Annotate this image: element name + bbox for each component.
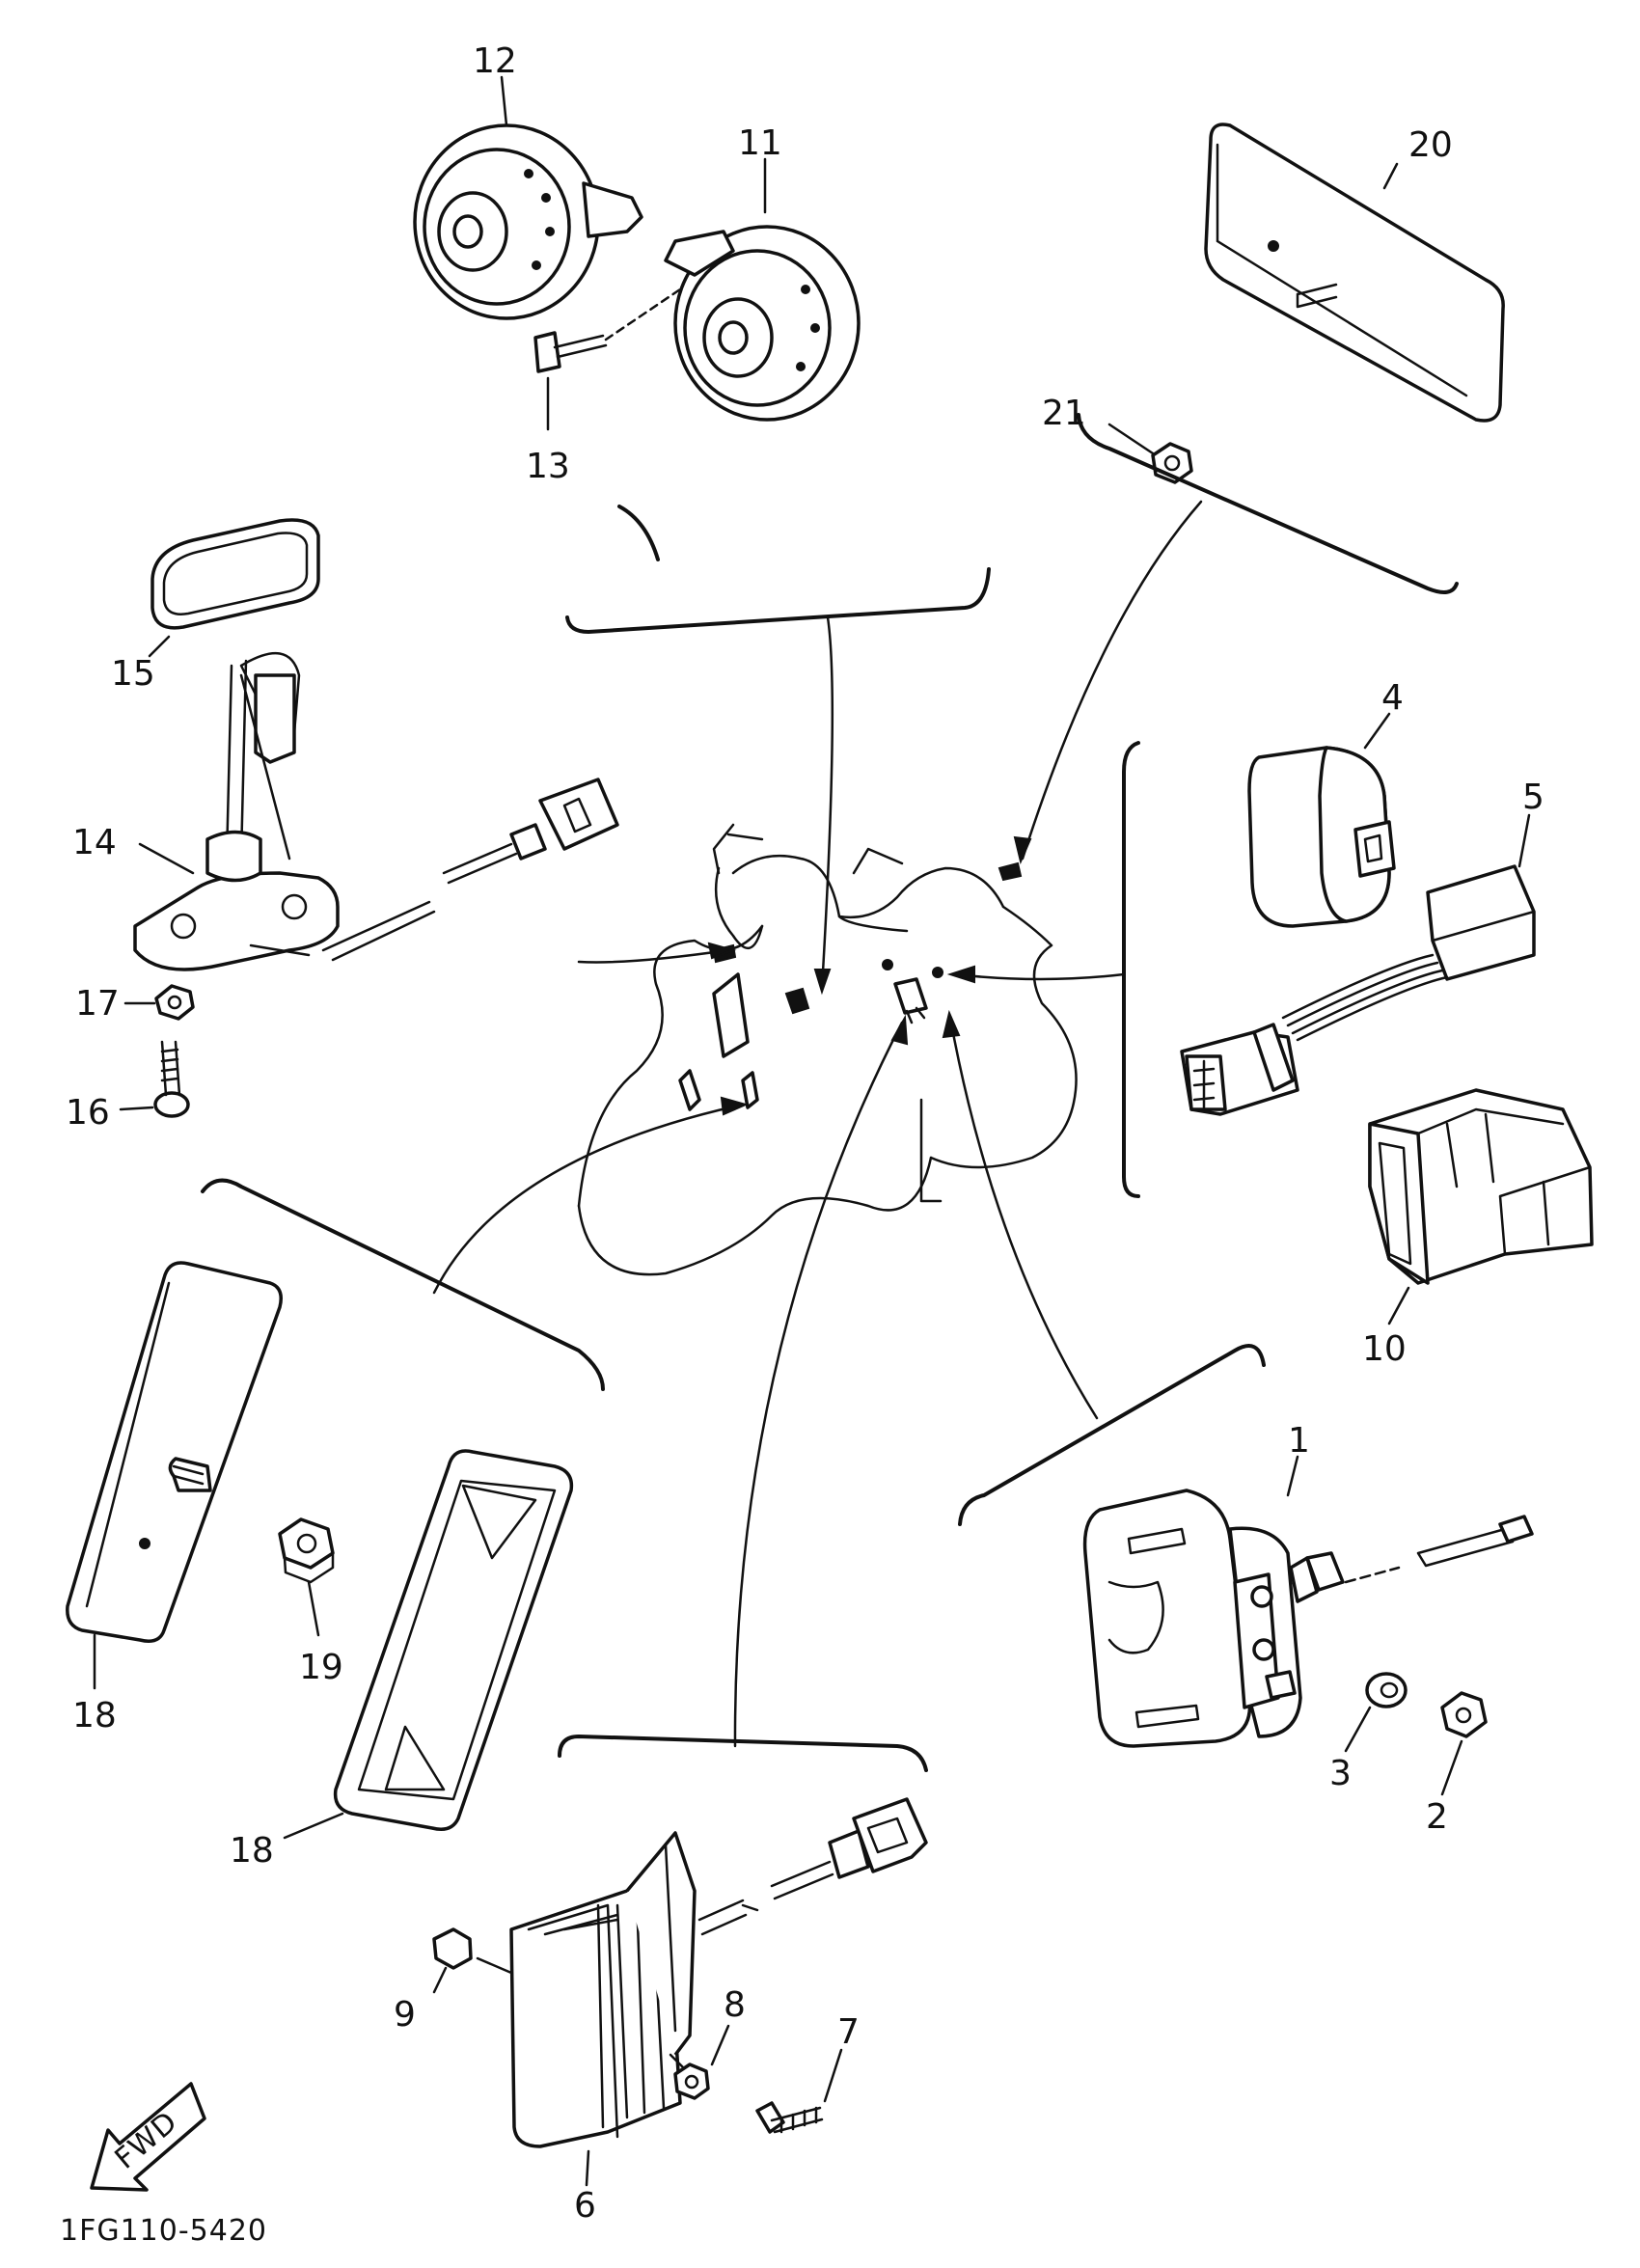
motorcycle-outline xyxy=(577,823,1078,1276)
leader-3 xyxy=(1344,1706,1372,1753)
leader-11-12 xyxy=(500,75,767,214)
leader-6 xyxy=(585,2149,590,2187)
fuel-sender-14 xyxy=(133,651,619,971)
leader-14 xyxy=(138,842,195,875)
starter-relay-1 xyxy=(1082,1489,1534,1748)
leader-19 xyxy=(307,1580,320,1637)
callout-10: 10 xyxy=(1362,1329,1407,1369)
leader-8 xyxy=(710,2024,730,2066)
bolt-7 xyxy=(755,2101,824,2134)
callout-18-plate: 18 xyxy=(72,1696,117,1735)
callout-9: 9 xyxy=(394,1995,416,2035)
nut-2 xyxy=(1440,1691,1488,1738)
callout-11: 11 xyxy=(738,123,782,163)
arrows xyxy=(432,500,1203,1748)
callouts: 1 2 3 4 5 6 7 8 9 10 11 12 13 14 15 16 1… xyxy=(66,41,1544,2226)
horn-12 xyxy=(413,123,643,320)
rectifier-regulator-6 xyxy=(509,1797,928,2148)
callout-8: 8 xyxy=(724,1985,746,2025)
side-reflector-triangle-18 xyxy=(333,1449,574,1831)
callout-6: 6 xyxy=(574,2186,596,2226)
nut-9 xyxy=(432,1927,473,1970)
callout-3: 3 xyxy=(1329,1754,1352,1793)
callout-1: 1 xyxy=(1288,1421,1310,1461)
callout-16: 16 xyxy=(66,1093,110,1133)
callout-21: 21 xyxy=(1042,394,1086,433)
callout-18-triangle: 18 xyxy=(230,1831,274,1871)
screw-16 xyxy=(153,1040,190,1118)
bolt-13 xyxy=(533,287,682,373)
callout-20: 20 xyxy=(1408,125,1453,165)
callout-19: 19 xyxy=(299,1648,343,1687)
callout-13: 13 xyxy=(526,447,570,486)
relay-4 xyxy=(1247,746,1396,928)
drawing-code: 1FG110-5420 xyxy=(60,2214,267,2248)
leader-2 xyxy=(1440,1739,1463,1796)
leader-20-21 xyxy=(1107,162,1399,455)
leader-1 xyxy=(1286,1455,1299,1497)
leader-9 xyxy=(432,1956,513,1994)
callout-5: 5 xyxy=(1522,778,1544,817)
nut-19 xyxy=(278,1517,335,1584)
leader-7 xyxy=(823,2048,843,2103)
leader-5 xyxy=(1517,813,1531,868)
callout-2: 2 xyxy=(1426,1797,1448,1837)
gasket-15 xyxy=(150,518,320,630)
callout-17: 17 xyxy=(75,984,120,1024)
side-reflector-plate-18 xyxy=(66,1261,283,1643)
ignitor-unit-10 xyxy=(1368,1088,1594,1285)
leader-4 xyxy=(1363,712,1391,750)
rear-reflector-20 xyxy=(1204,123,1505,423)
callout-7: 7 xyxy=(837,2012,860,2052)
fwd-direction-arrow: FWD xyxy=(90,2082,206,2192)
callout-12: 12 xyxy=(473,41,517,81)
nut-8 xyxy=(673,2063,710,2100)
washer-3 xyxy=(1365,1672,1408,1708)
callout-14: 14 xyxy=(72,823,117,862)
horn-11 xyxy=(664,225,861,422)
leader-18b xyxy=(283,1812,344,1840)
nut-17 xyxy=(154,984,195,1021)
leader-15 xyxy=(148,635,171,658)
callout-15: 15 xyxy=(111,654,155,694)
leader-10 xyxy=(1387,1286,1410,1325)
callout-4: 4 xyxy=(1381,678,1404,718)
group-braces xyxy=(201,413,1459,1772)
connector-5 xyxy=(1180,864,1536,1116)
leader-16-17 xyxy=(119,1001,156,1111)
